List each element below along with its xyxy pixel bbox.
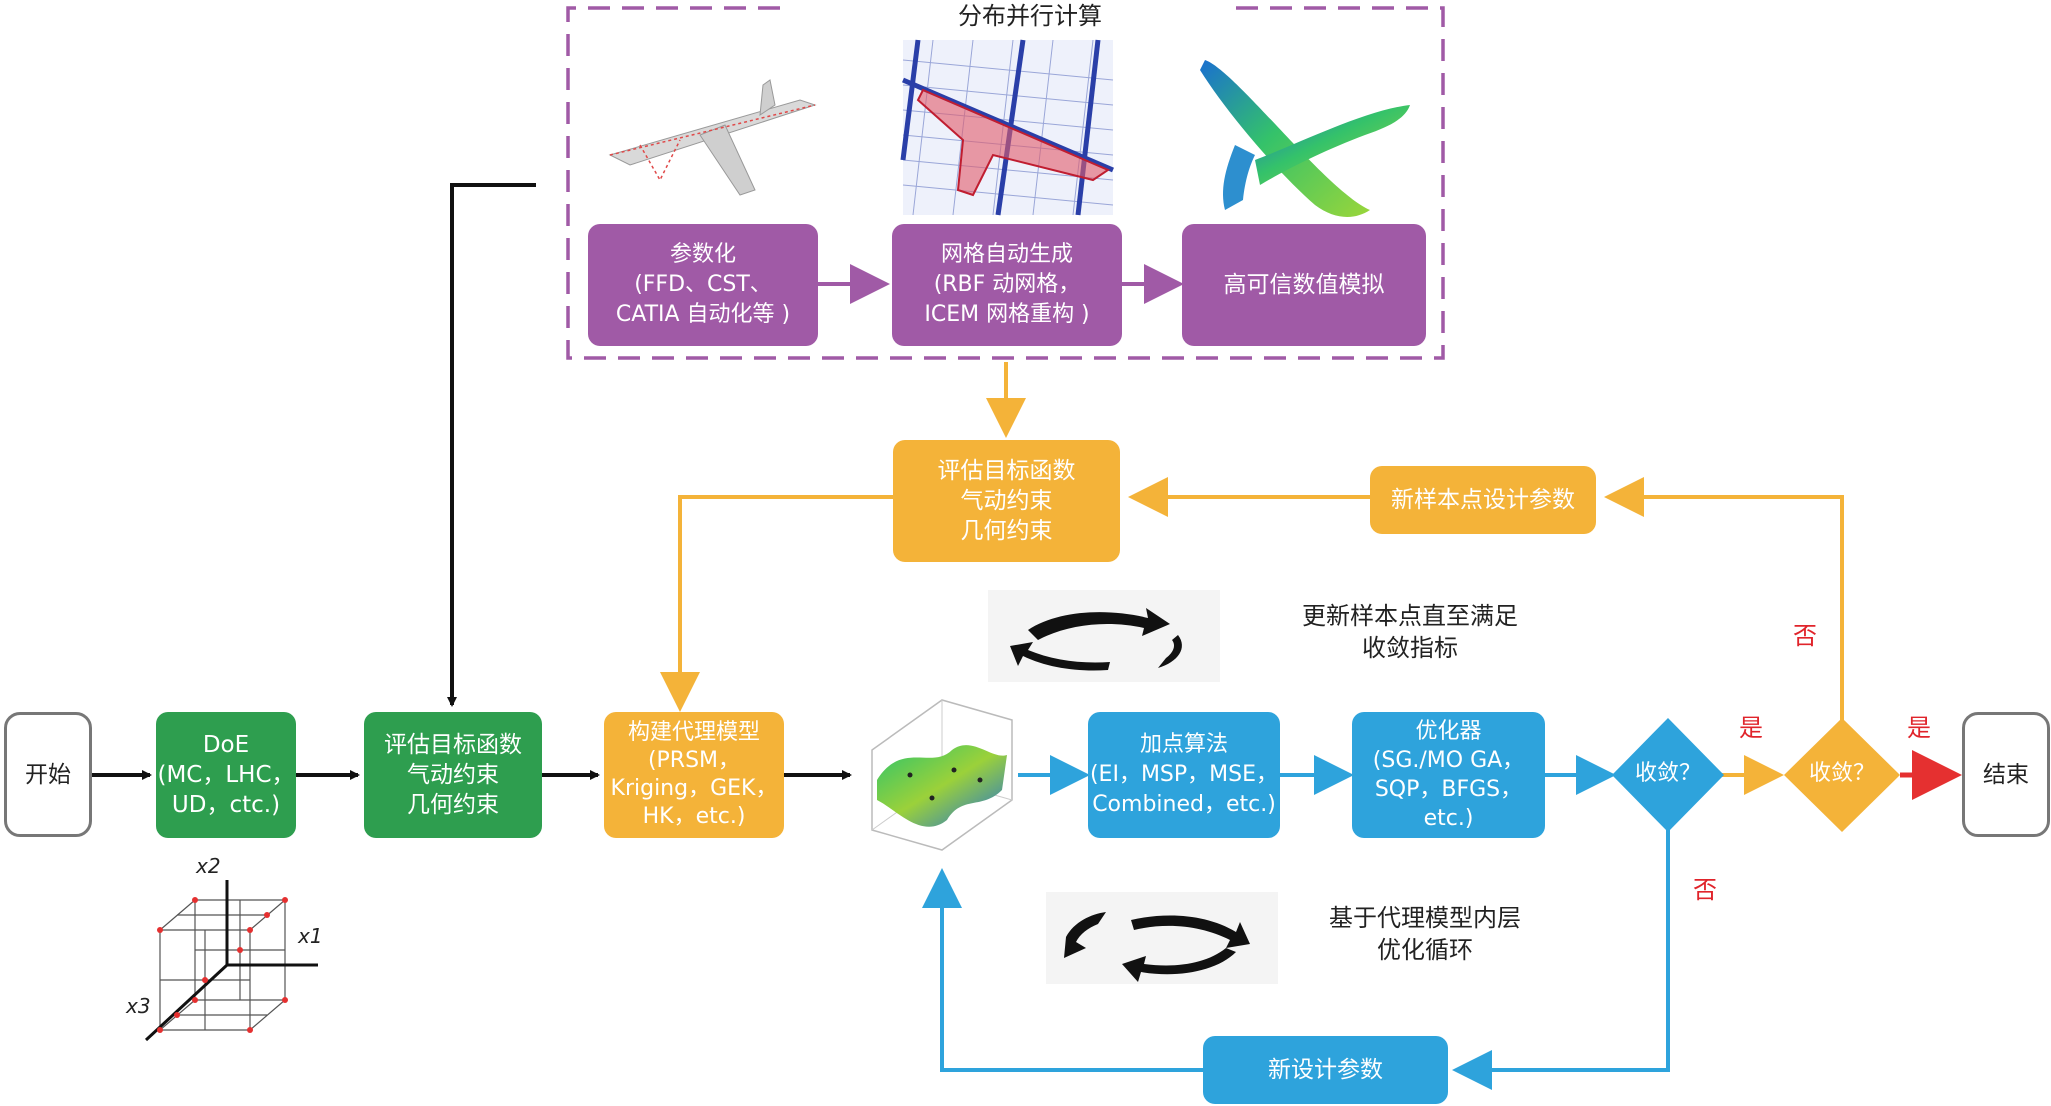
param-line: 参数化: [669, 242, 736, 267]
inner-loop-line: 基于代理模型内层: [1329, 904, 1521, 932]
surrogate-line: HK，etc.): [642, 804, 746, 829]
inner-loop-arrows: [922, 755, 1670, 1090]
arrow-newdesign-to-surface: [922, 868, 1203, 1072]
mesh-generation-box[interactable]: 网格自动生成 (RBF 动网格， ICEM 网格重构 ): [892, 224, 1122, 346]
inner-loop-note: 基于代理模型内层 优化循环: [1300, 902, 1550, 966]
arrow-eval2-to-surrogate: [660, 495, 893, 712]
new-design-params-box[interactable]: 新设计参数: [1203, 1036, 1448, 1104]
distributed-parallel-group: [566, 6, 1445, 360]
outer-loop-line: 更新样本点直至满足: [1302, 602, 1518, 630]
mesh-line: (RBF 动网格，: [933, 272, 1081, 297]
evaluate-line: 几何约束: [407, 792, 499, 818]
response-surface-icon: [871, 699, 1013, 851]
doe-box[interactable]: DoE (MC，LHC， UD，ctc.): [156, 712, 296, 838]
doe-line: (MC，LHC，: [157, 762, 295, 788]
optimizer-line: etc.): [1423, 806, 1474, 831]
axis-label-x3: x3: [126, 994, 151, 1018]
inner-loop-line: 优化循环: [1377, 936, 1473, 964]
arrow-no-to-newdesign: [1452, 830, 1670, 1090]
surrogate-line: (PRSM，: [647, 748, 741, 773]
group-title: 分布并行计算: [958, 2, 1102, 30]
evaluate-objective-box-outer[interactable]: 评估目标函数 气动约束 几何约束: [893, 440, 1120, 562]
infill-line: (EI，MSP，MSE，: [1089, 762, 1279, 787]
mesh-line: ICEM 网格重构 ): [924, 302, 1090, 327]
surrogate-line: 构建代理模型: [627, 720, 760, 745]
optimizer-line: (SG./MO GA，: [1372, 748, 1525, 773]
param-line: CATIA 自动化等 ): [615, 302, 791, 327]
no-label-outer: 否: [1793, 622, 1817, 650]
axis-label-x2: x2: [196, 854, 221, 878]
yes-label-outer: 是: [1907, 714, 1931, 742]
start-node[interactable]: 开始: [4, 712, 92, 837]
arrow-group-to-eval: [447, 183, 536, 707]
cfd-label: 高可信数值模拟: [1223, 272, 1385, 298]
parameterization-box[interactable]: 参数化 (FFD、CST、 CATIA 自动化等 ): [588, 224, 818, 346]
surrogate-line: Kriging，GEK，: [610, 776, 778, 801]
build-surrogate-box[interactable]: 构建代理模型 (PRSM， Kriging，GEK， HK，etc.): [604, 712, 784, 838]
doe-line: DoE: [202, 732, 250, 758]
main-flow-arrows: [92, 183, 852, 780]
cfd-wing-icon: [1200, 60, 1410, 217]
cycle-arrows-icon: [1046, 892, 1278, 984]
yes-label-inner: 是: [1739, 714, 1763, 742]
converge-label-outer[interactable]: 收敛？: [1808, 761, 1875, 786]
infill-algorithm-box[interactable]: 加点算法 (EI，MSP，MSE， Combined，etc.): [1088, 712, 1280, 838]
doe-cube-icon: [144, 880, 318, 1042]
optimizer-line: SQP，BFGS，: [1374, 777, 1523, 802]
doe-line: UD，ctc.): [171, 792, 281, 818]
new-sample-label: 新样本点设计参数: [1391, 487, 1575, 513]
optimizer-line: 优化器: [1415, 719, 1482, 744]
outer-loop-note: 更新样本点直至满足 收敛指标: [1270, 600, 1550, 664]
evaluate-objective-box[interactable]: 评估目标函数 气动约束 几何约束: [364, 712, 542, 838]
evaluate2-line: 气动约束: [960, 488, 1053, 514]
converge-diamond-inner: [1612, 718, 1724, 832]
optimizer-box[interactable]: 优化器 (SG./MO GA， SQP，BFGS， etc.): [1352, 712, 1545, 838]
evaluate2-line: 几何约束: [960, 518, 1053, 544]
param-line: (FFD、CST、: [634, 272, 772, 297]
new-design-label: 新设计参数: [1268, 1057, 1383, 1083]
cycle-arrows-icon: [988, 590, 1220, 682]
evaluate2-line: 评估目标函数: [937, 458, 1076, 484]
no-label-inner: 否: [1693, 876, 1717, 904]
high-fidelity-simulation-box[interactable]: 高可信数值模拟: [1182, 224, 1426, 346]
evaluate-line: 评估目标函数: [384, 732, 522, 758]
axis-label-x1: x1: [298, 924, 323, 948]
aircraft-wireframe-icon: [608, 79, 817, 196]
arrow-no-to-newsample: [1604, 477, 1844, 728]
outer-loop-arrows: [660, 362, 1844, 795]
infill-line: 加点算法: [1139, 732, 1228, 757]
mesh-wing-icon: [900, 39, 1114, 216]
start-label: 开始: [25, 761, 71, 788]
converge-label-inner[interactable]: 收敛？: [1634, 761, 1701, 786]
new-sample-params-box[interactable]: 新样本点设计参数: [1370, 466, 1596, 534]
outer-loop-line: 收敛指标: [1362, 634, 1458, 662]
end-node[interactable]: 结束: [1962, 712, 2050, 837]
converge-diamond-outer: [1784, 718, 1900, 832]
mesh-line: 网格自动生成: [940, 242, 1073, 267]
evaluate-line: 气动约束: [407, 762, 499, 788]
end-label: 结束: [1983, 761, 2029, 788]
infill-line: Combined，etc.): [1092, 792, 1276, 817]
